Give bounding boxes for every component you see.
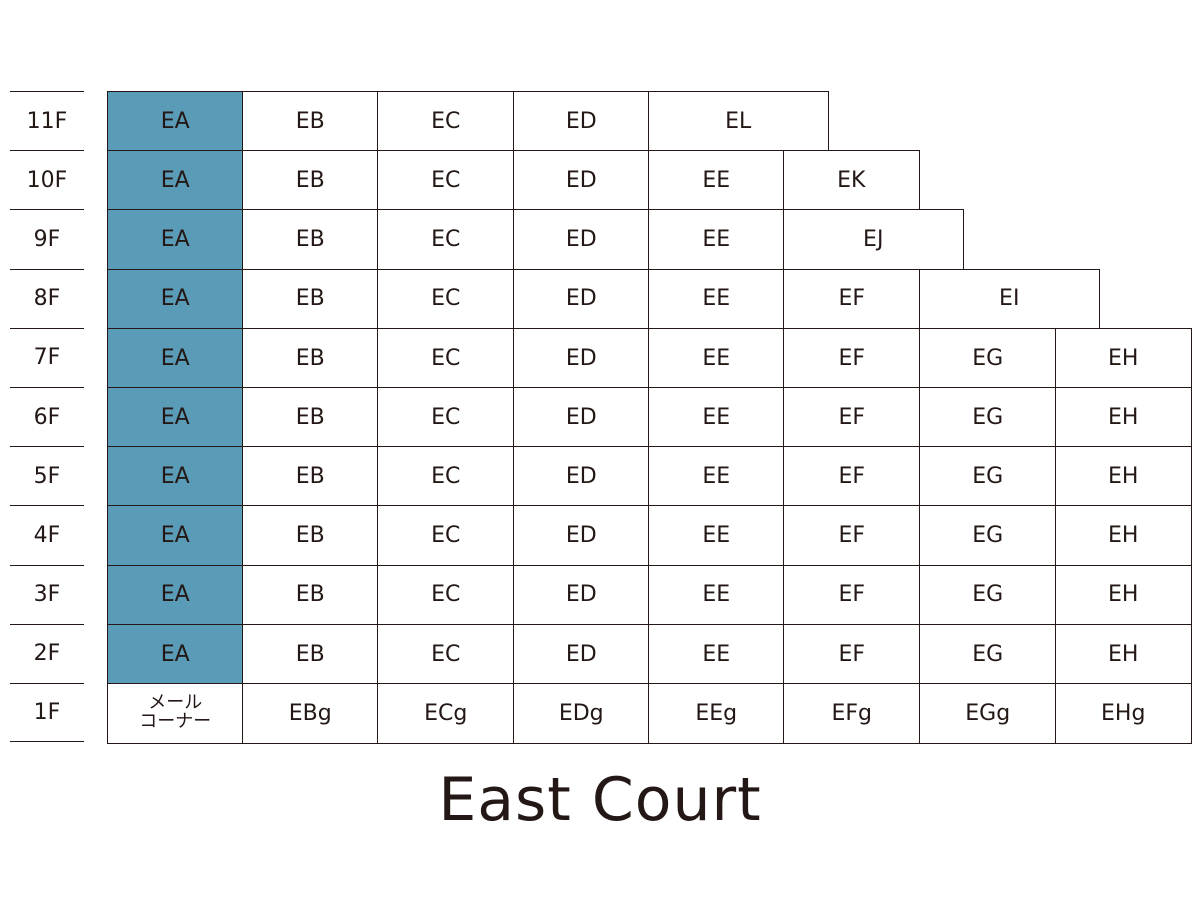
unit-cell: EL [648, 91, 829, 152]
unit-cell: EG [919, 505, 1057, 567]
unit-cell: ED [513, 564, 650, 626]
unit-cell: EB [242, 387, 379, 448]
unit-cell: ECg [377, 683, 515, 744]
unit-cell: EB [242, 327, 379, 389]
unit-cell: EB [242, 623, 379, 685]
floor-label: 6F [10, 387, 84, 446]
unit-cell: EB [242, 209, 379, 271]
unit-cell: ED [513, 505, 650, 567]
unit-cell: EK [783, 150, 920, 211]
unit-cell: ED [513, 268, 650, 330]
unit-cell: ED [513, 387, 650, 448]
unit-cell: ED [513, 91, 650, 152]
unit-cell: ED [513, 446, 650, 507]
unit-cell: ED [513, 150, 650, 211]
unit-cell: EC [377, 268, 515, 330]
unit-cell: ED [513, 327, 650, 389]
unit-cell: EH [1055, 387, 1192, 448]
unit-cell: EA [107, 91, 244, 152]
unit-cell: EA [107, 387, 244, 448]
unit-cell: EG [919, 387, 1057, 448]
unit-cell: EC [377, 387, 515, 448]
unit-cell: EH [1055, 623, 1192, 685]
unit-cell: EF [783, 268, 921, 330]
unit-cell: EB [242, 564, 379, 626]
floor-label: 1F [10, 683, 84, 742]
unit-cell: EE [648, 327, 785, 389]
unit-cell: EE [648, 209, 785, 271]
unit-cell: EH [1055, 564, 1192, 626]
unit-cell: EG [919, 327, 1057, 389]
unit-cell: EHg [1055, 683, 1192, 744]
unit-cell: EF [783, 327, 921, 389]
unit-cell: ED [513, 623, 650, 685]
floor-label: 4F [10, 505, 84, 564]
floor-label: 2F [10, 623, 84, 683]
unit-cell: EF [783, 446, 921, 507]
unit-cell: EGg [919, 683, 1057, 744]
unit-cell: EC [377, 446, 515, 507]
unit-cell: EEg [648, 683, 785, 744]
unit-cell: EDg [513, 683, 650, 744]
unit-cell: EE [648, 446, 785, 507]
unit-cell: EE [648, 623, 785, 685]
unit-cell: EC [377, 505, 515, 567]
unit-cell: EA [107, 327, 244, 389]
unit-cell: EF [783, 564, 921, 626]
unit-cell: EB [242, 91, 379, 152]
unit-cell: EE [648, 150, 785, 211]
unit-cell: EA [107, 446, 244, 507]
unit-cell: EC [377, 209, 515, 271]
unit-cell: EA [107, 268, 244, 330]
unit-cell: EH [1055, 327, 1192, 389]
unit-cell: EI [919, 268, 1100, 330]
unit-cell: EA [107, 564, 244, 626]
unit-cell: EBg [242, 683, 379, 744]
floor-label: 8F [10, 268, 84, 328]
unit-cell: EC [377, 327, 515, 389]
unit-cell: EA [107, 209, 244, 271]
unit-cell: EB [242, 446, 379, 507]
court-title: East Court [438, 765, 762, 835]
floor-label: 5F [10, 446, 84, 505]
unit-cell: EH [1055, 505, 1192, 567]
unit-cell: EC [377, 564, 515, 626]
unit-cell: EE [648, 387, 785, 448]
unit-cell: EC [377, 623, 515, 685]
unit-cell: EH [1055, 446, 1192, 507]
unit-cell: ED [513, 209, 650, 271]
unit-cell: EE [648, 564, 785, 626]
floor-label: 9F [10, 209, 84, 268]
unit-cell: EF [783, 387, 921, 448]
floor-label: 10F [10, 150, 84, 209]
unit-cell: EA [107, 150, 244, 211]
unit-cell: EB [242, 268, 379, 330]
unit-cell: EE [648, 505, 785, 567]
unit-cell: EC [377, 91, 515, 152]
floor-label: 3F [10, 564, 84, 624]
unit-cell: EC [377, 150, 515, 211]
unit-cell: EF [783, 505, 921, 567]
unit-cell: EFg [783, 683, 921, 744]
floor-label: 7F [10, 327, 84, 387]
unit-cell: EB [242, 150, 379, 211]
mail-corner-cell: メールコーナー [107, 683, 244, 744]
unit-cell: EB [242, 505, 379, 567]
unit-cell: EG [919, 623, 1057, 685]
unit-cell: EG [919, 446, 1057, 507]
unit-cell: EJ [783, 209, 964, 271]
unit-cell: EG [919, 564, 1057, 626]
unit-cell: EE [648, 268, 785, 330]
unit-cell: EA [107, 505, 244, 567]
unit-cell: EF [783, 623, 921, 685]
unit-cell: EA [107, 623, 244, 685]
floor-label: 11F [10, 91, 84, 150]
